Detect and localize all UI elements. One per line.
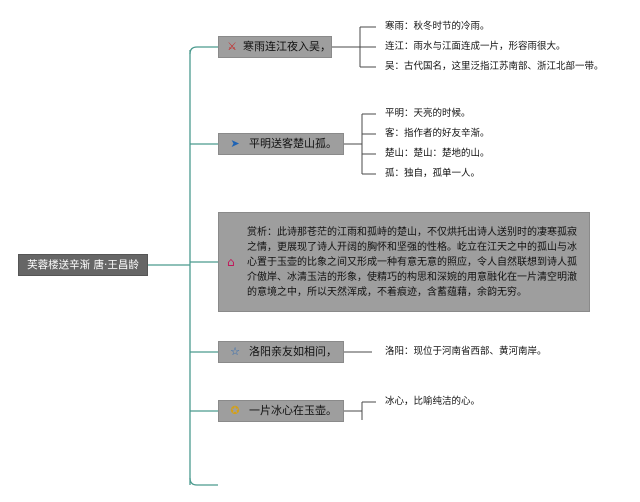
branch-line-4[interactable]: ✪ 一片冰心在玉壶。: [218, 400, 344, 422]
branch-line-3[interactable]: ☆ 洛阳亲友如相问，: [218, 341, 344, 363]
star-icon: ☆: [230, 345, 240, 358]
leaf-note: 平明：天亮的时候。: [385, 108, 471, 119]
branch-line-1[interactable]: ⚔ 寒雨连江夜入吴，: [218, 36, 332, 58]
leaf-note: 吴：古代国名，这里泛指江苏南部、浙江北部一带。: [385, 61, 604, 72]
leaf-note: 洛阳：现位于河南省西部、黄河南岸。: [385, 346, 547, 357]
branch-line-2-label: 平明送客楚山孤。: [249, 137, 337, 150]
house-icon: ⌂: [227, 255, 235, 269]
leaf-note: 冰心，比喻纯洁的心。: [385, 396, 481, 407]
medal-icon: ✪: [230, 404, 240, 417]
root-topic[interactable]: 芙蓉楼送辛渐 唐·王昌龄: [18, 254, 148, 276]
appreciation-note[interactable]: ⌂ 赏析：此诗那苍茫的江雨和孤峙的楚山，不仅烘托出诗人送别时的凄寒孤寂之情，更展…: [218, 212, 590, 312]
leaf-note: 客：指作者的好友辛渐。: [385, 128, 490, 139]
paper-plane-icon: ➤: [230, 137, 240, 150]
leaf-note: 连江：雨水与江面连成一片，形容雨很大。: [385, 41, 566, 52]
branch-line-4-label: 一片冰心在玉壶。: [249, 404, 337, 417]
branch-line-2[interactable]: ➤ 平明送客楚山孤。: [218, 133, 344, 155]
appreciation-text: 赏析：此诗那苍茫的江雨和孤峙的楚山，不仅烘托出诗人送别时的凄寒孤寂之情，更展现了…: [247, 226, 577, 298]
leaf-note: 孤：独自，孤单一人。: [385, 168, 481, 179]
crossed-tools-icon: ⚔: [227, 40, 237, 53]
branch-line-1-label: 寒雨连江夜入吴，: [243, 40, 331, 53]
branch-line-3-label: 洛阳亲友如相问，: [249, 345, 337, 358]
leaf-note: 寒雨：秋冬时节的冷雨。: [385, 21, 490, 32]
leaf-note: 楚山：楚山：楚地的山。: [385, 148, 490, 159]
